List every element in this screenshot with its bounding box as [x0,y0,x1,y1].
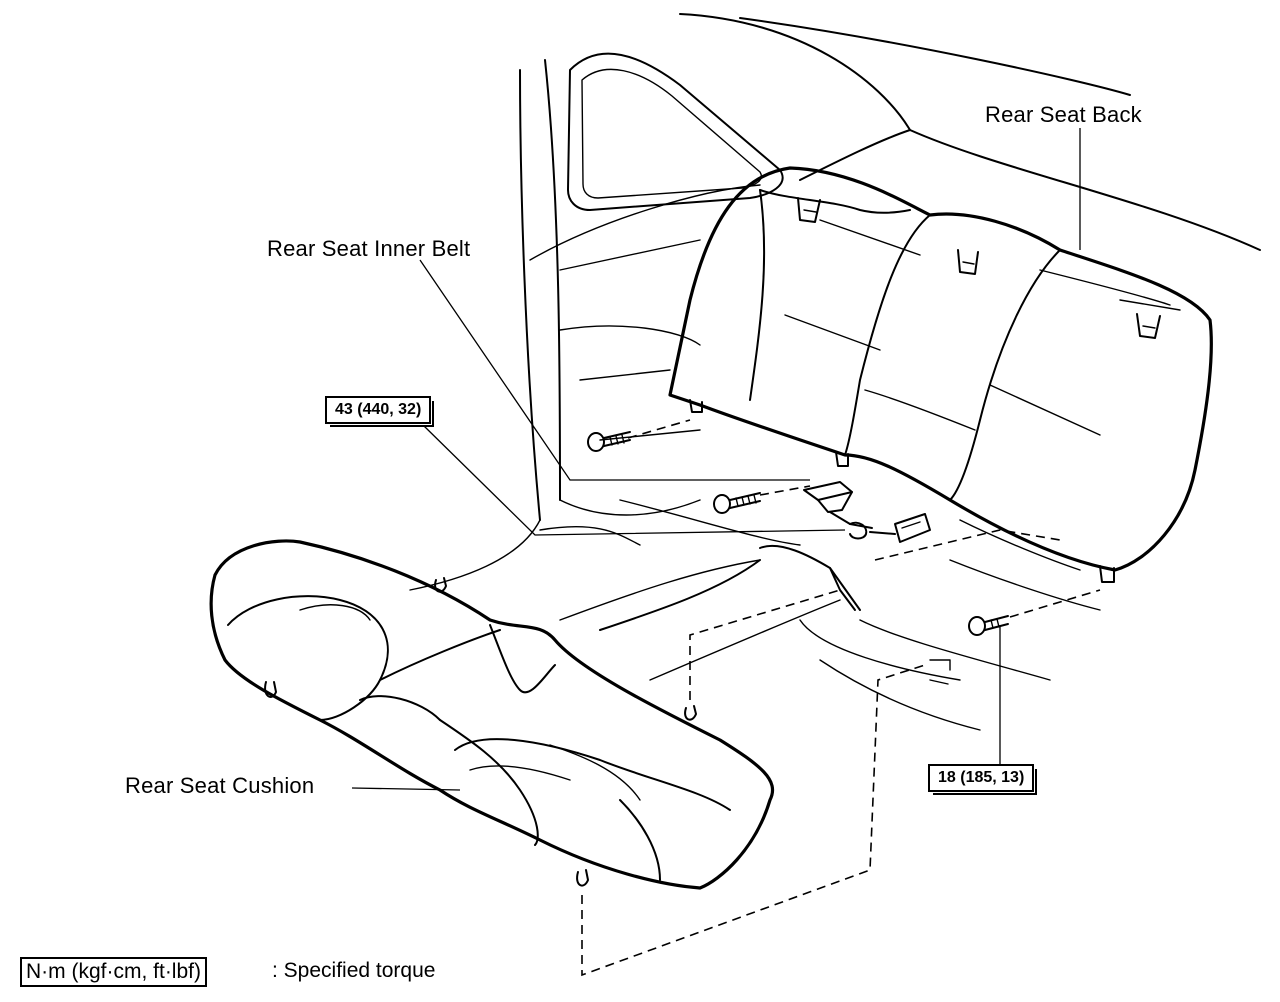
torque-spec-upper: 43 (440, 32) [325,396,435,427]
rear-seat-back-label: Rear Seat Back [985,102,1142,127]
torque-unit-legend: N·m (kgf·cm, ft·lbf) [20,957,207,987]
rear-seat-inner-belt-label: Rear Seat Inner Belt [267,236,471,261]
headrest-guide-center [957,249,979,275]
callout-leaders [351,128,1081,791]
rear-seat-cushion-label: Rear Seat Cushion [125,773,315,798]
bolt-upper-left [587,431,631,452]
bolt-lower-right [968,615,1009,636]
torque-legend-description: : Specified torque [272,959,436,982]
bolt-belt-anchor [713,492,761,514]
floor-panel [539,325,1101,731]
headrest-guide-right [1136,313,1161,339]
torque-spec-lower: 18 (185, 13) [928,764,1038,795]
quarter-window [567,52,784,211]
cushion-hooks [264,577,697,887]
headrest-guide-left [797,197,821,223]
rear-seat-cushion [209,539,775,890]
vehicle-body-outline [409,13,1261,591]
rear-seat-back [668,166,1213,572]
assembly-dashed-lines [581,419,1101,977]
seatback-hooks [689,399,1115,583]
inner-belt-bracket [803,481,931,543]
center-tunnel [599,544,861,631]
